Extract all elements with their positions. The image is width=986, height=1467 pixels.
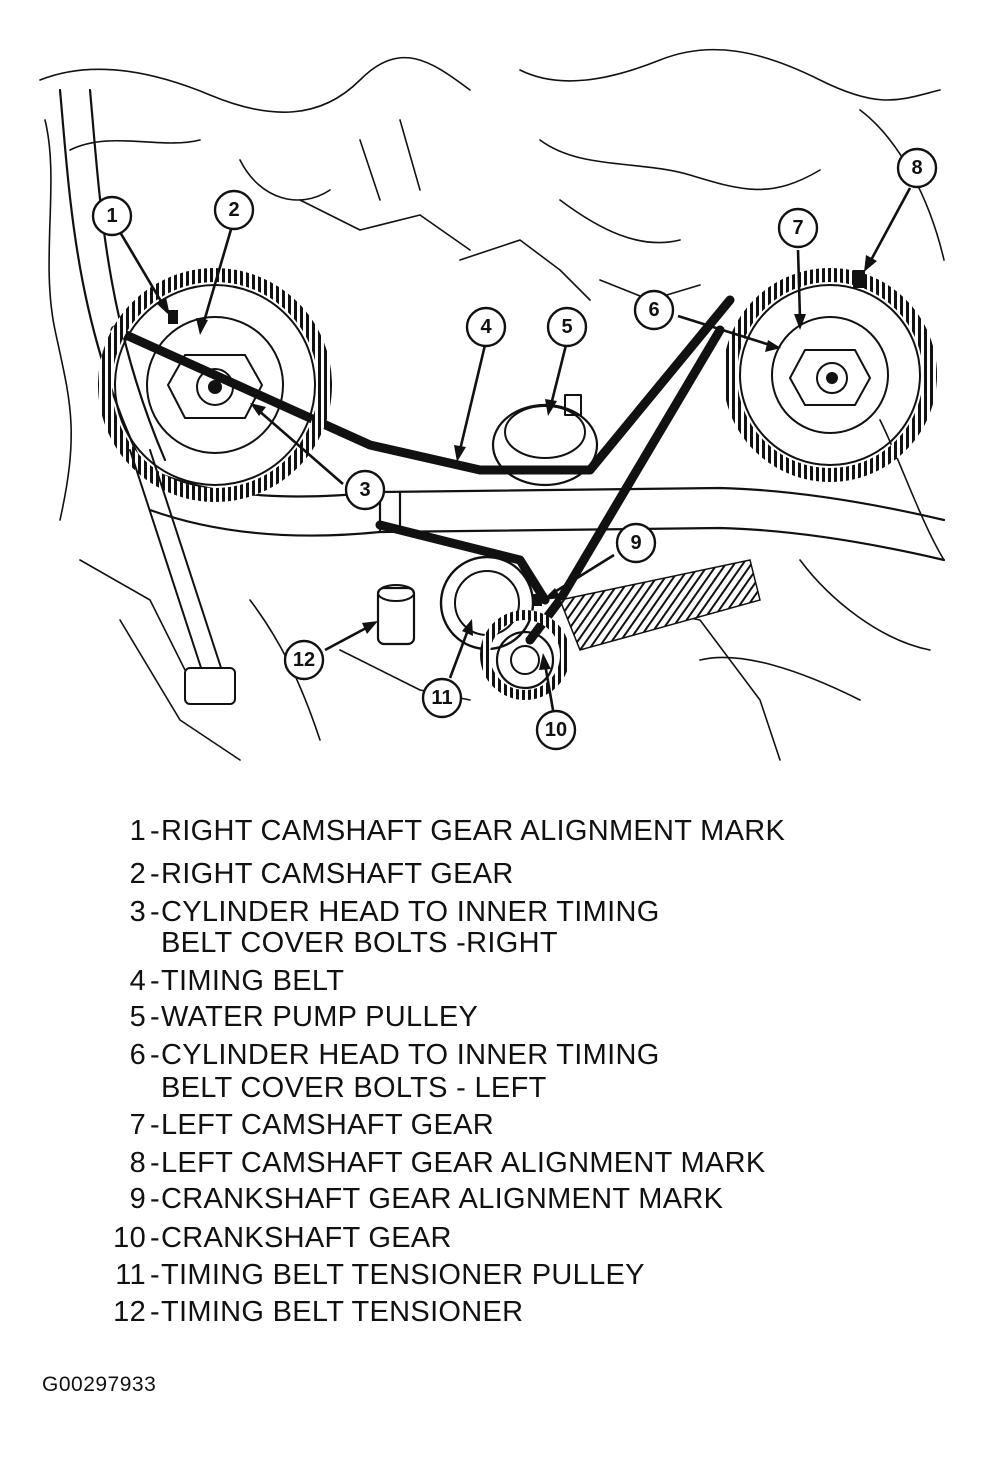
svg-text:1: 1 xyxy=(106,205,117,227)
timing-belt xyxy=(110,295,761,651)
svg-text:2: 2 xyxy=(228,199,239,221)
callout-1: 1 xyxy=(91,195,133,237)
legend-item-continuation: BELT COVER BOLTS - LEFT xyxy=(161,1072,547,1104)
legend-item: 10-CRANKSHAFT GEAR xyxy=(113,1222,452,1254)
legend-item: 8-LEFT CAMSHAFT GEAR ALIGNMENT MARK xyxy=(129,1147,766,1179)
callout-12: 12 xyxy=(283,639,325,681)
callout-8: 8 xyxy=(896,147,938,189)
legend-item: 7-LEFT CAMSHAFT GEAR xyxy=(129,1109,495,1141)
svg-text:11: 11 xyxy=(431,687,452,709)
svg-text:6: 6 xyxy=(648,299,659,321)
svg-text:5: 5 xyxy=(561,316,572,338)
crank-alignment-mark xyxy=(533,594,542,606)
callout-9: 9 xyxy=(615,522,657,564)
callout-6: 6 xyxy=(633,289,675,331)
left-camshaft-gear xyxy=(723,268,937,482)
crankshaft-gear xyxy=(480,610,570,700)
engine-background-linework xyxy=(39,48,945,761)
legend-item: 1-RIGHT CAMSHAFT GEAR ALIGNMENT MARK xyxy=(129,815,786,847)
callout-7: 7 xyxy=(777,207,819,249)
callout-11: 11 xyxy=(421,677,463,719)
legend-item: 5-WATER PUMP PULLEY xyxy=(129,1001,479,1033)
legend-item: 12-TIMING BELT TENSIONER xyxy=(113,1296,524,1328)
svg-text:4: 4 xyxy=(480,316,492,338)
svg-text:9: 9 xyxy=(630,532,641,554)
callout-3: 3 xyxy=(344,469,386,511)
callout-5: 5 xyxy=(546,306,588,348)
legend-item: 2-RIGHT CAMSHAFT GEAR xyxy=(129,858,514,890)
legend-item: 4-TIMING BELT xyxy=(129,965,345,997)
right-cam-alignment-mark xyxy=(168,310,178,324)
legend-item: 3-CYLINDER HEAD TO INNER TIMING xyxy=(129,896,660,928)
legend-item-continuation: BELT COVER BOLTS -RIGHT xyxy=(161,927,558,959)
figure-code: G00297933 xyxy=(42,1373,157,1396)
svg-text:12: 12 xyxy=(293,649,315,671)
svg-text:3: 3 xyxy=(359,479,370,501)
legend-item: 6-CYLINDER HEAD TO INNER TIMING xyxy=(129,1039,660,1071)
leader-lines xyxy=(118,187,912,711)
legend-item: 9-CRANKSHAFT GEAR ALIGNMENT MARK xyxy=(129,1183,724,1215)
timing-belt-tensioner xyxy=(376,584,416,646)
legend-item: 11-TIMING BELT TENSIONER PULLEY xyxy=(115,1259,645,1291)
engine-timing-belt-illustration: 1 2 3 4 5 6 7 8 9 10 11 12 xyxy=(39,48,946,761)
svg-text:8: 8 xyxy=(911,157,922,179)
dipstick-tube xyxy=(129,449,236,705)
svg-text:7: 7 xyxy=(792,217,803,239)
right-camshaft-gear xyxy=(98,268,332,502)
callout-10: 10 xyxy=(535,709,577,751)
left-cam-alignment-mark xyxy=(853,270,865,288)
callout-2: 2 xyxy=(213,189,255,231)
water-pump-pulley xyxy=(491,394,599,487)
svg-text:10: 10 xyxy=(545,719,567,741)
callout-4: 4 xyxy=(465,306,507,348)
